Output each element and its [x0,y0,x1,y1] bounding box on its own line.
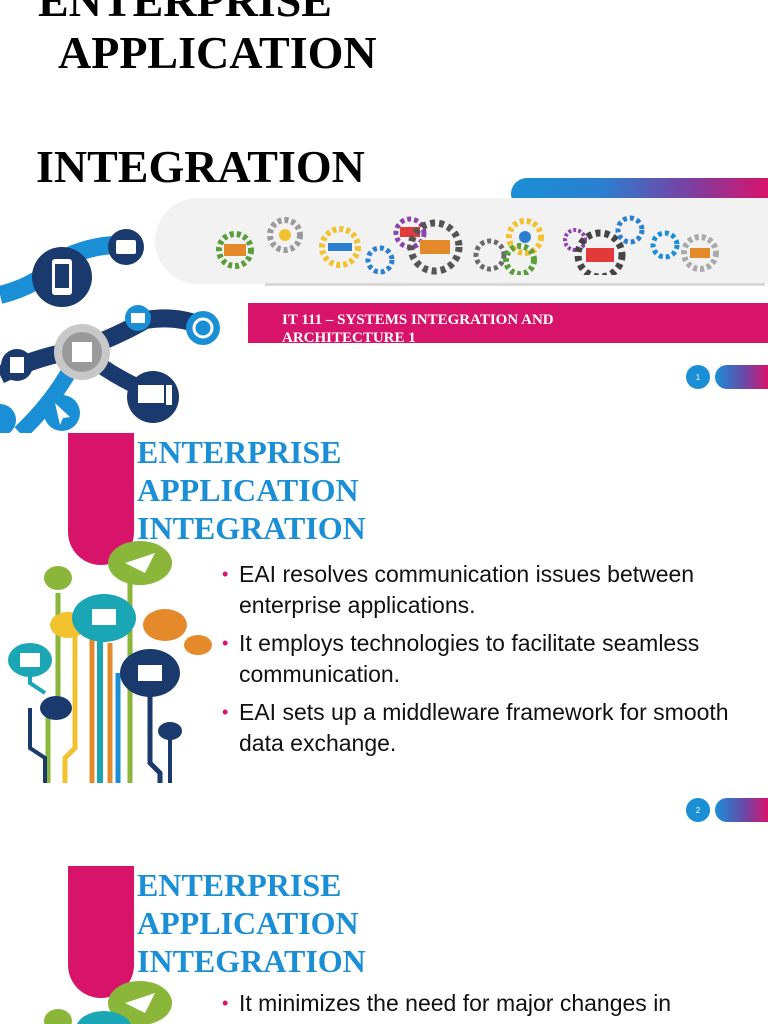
cloud-icon [44,566,72,590]
grid-hub-icon [54,324,110,380]
compass-cloud-icon [40,696,72,720]
cloud-network-illustration [8,541,212,783]
bullet-item: EAI resolves communication issues betwee… [222,559,742,621]
slide-1-title-line-2: APPLICATION [58,27,377,78]
cloud-icon [44,1009,72,1024]
gear-icon [473,238,507,272]
paper-plane-cloud-icon [108,541,172,585]
cloud-icon [77,1011,131,1024]
desktop-computer-icon [127,371,179,423]
slide-3-title-line-2: APPLICATION [137,905,359,941]
gear-icon [574,229,626,275]
subtitle-line-1: IT 111 – SYSTEMS INTEGRATION AND [282,312,554,328]
slide-2-title-line-2: APPLICATION [137,472,359,508]
device-icon [0,404,16,433]
tablet-icon [108,229,144,265]
small-cloud-icon [158,722,182,740]
gear-icon [365,245,395,275]
slide-2-bullet-list: EAI resolves communication issues betwee… [222,559,742,766]
keyboard-icon [125,305,151,331]
paper-plane-cloud-icon [108,981,172,1024]
slide-2-title-line-3: INTEGRATION [137,510,366,546]
gear-icon [407,219,463,275]
page-tab-accent [715,798,768,822]
gear-icon [615,215,645,245]
camera-cloud-icon [184,635,212,655]
subtitle-line-2: ARCHITECTURE 1 [282,330,416,343]
cloud-network-illustration [44,981,172,1024]
bullet-item: EAI sets up a middleware framework for s… [222,697,742,759]
gear-icon [650,230,680,260]
gear-icon [503,243,537,275]
bullet-item: It employs technologies to facilitate se… [222,628,742,690]
slide-3-bullet-list: It minimizes the need for major changes … [222,988,742,1024]
slide-3-title-line-1: ENTERPRISE [137,867,342,903]
cursor-icon [44,395,80,431]
vertical-accent-bar [68,433,134,565]
vertical-accent-bar [68,866,134,998]
share-cloud-icon [143,609,187,641]
network-devices-illustration [0,229,220,433]
page-number-badge: 1 [686,365,710,389]
gear-icon [319,226,361,268]
gear-icon [681,234,719,272]
sd-card-icon [1,349,33,381]
smartphone-icon [32,247,92,307]
subtitle-text: IT 111 – SYSTEMS INTEGRATION AND ARCHITE… [282,311,682,343]
laptop-cloud-icon [72,594,136,642]
slide-2: ENTERPRISE APPLICATION INTEGRATION EAI r… [0,433,768,866]
gear-icon [216,231,254,269]
page-tab-accent [715,365,768,389]
mail-cloud-icon [120,649,180,697]
bullet-item: It minimizes the need for major changes … [222,988,742,1019]
slide-3-title-line-3: INTEGRATION [137,943,366,979]
page-number-badge: 2 [686,798,710,822]
slide-1: ENTERPRISE APPLICATION INTEGRATION IT 11… [0,0,768,433]
slide-3: ENTERPRISE APPLICATION INTEGRATION It mi… [0,866,768,1024]
slide-2-title-line-1: ENTERPRISE [137,434,342,470]
banner-underline [265,283,765,286]
video-cloud-icon [8,643,52,677]
subtitle-banner: IT 111 – SYSTEMS INTEGRATION AND ARCHITE… [248,303,768,343]
gear-icon [506,218,544,256]
slide-1-title-line-3: INTEGRATION [36,141,365,192]
slide-1-title-line-1: ENTERPRISE [38,0,332,26]
gears-illustration [216,215,719,275]
gear-icon [267,217,303,253]
settings-icon [186,311,220,345]
